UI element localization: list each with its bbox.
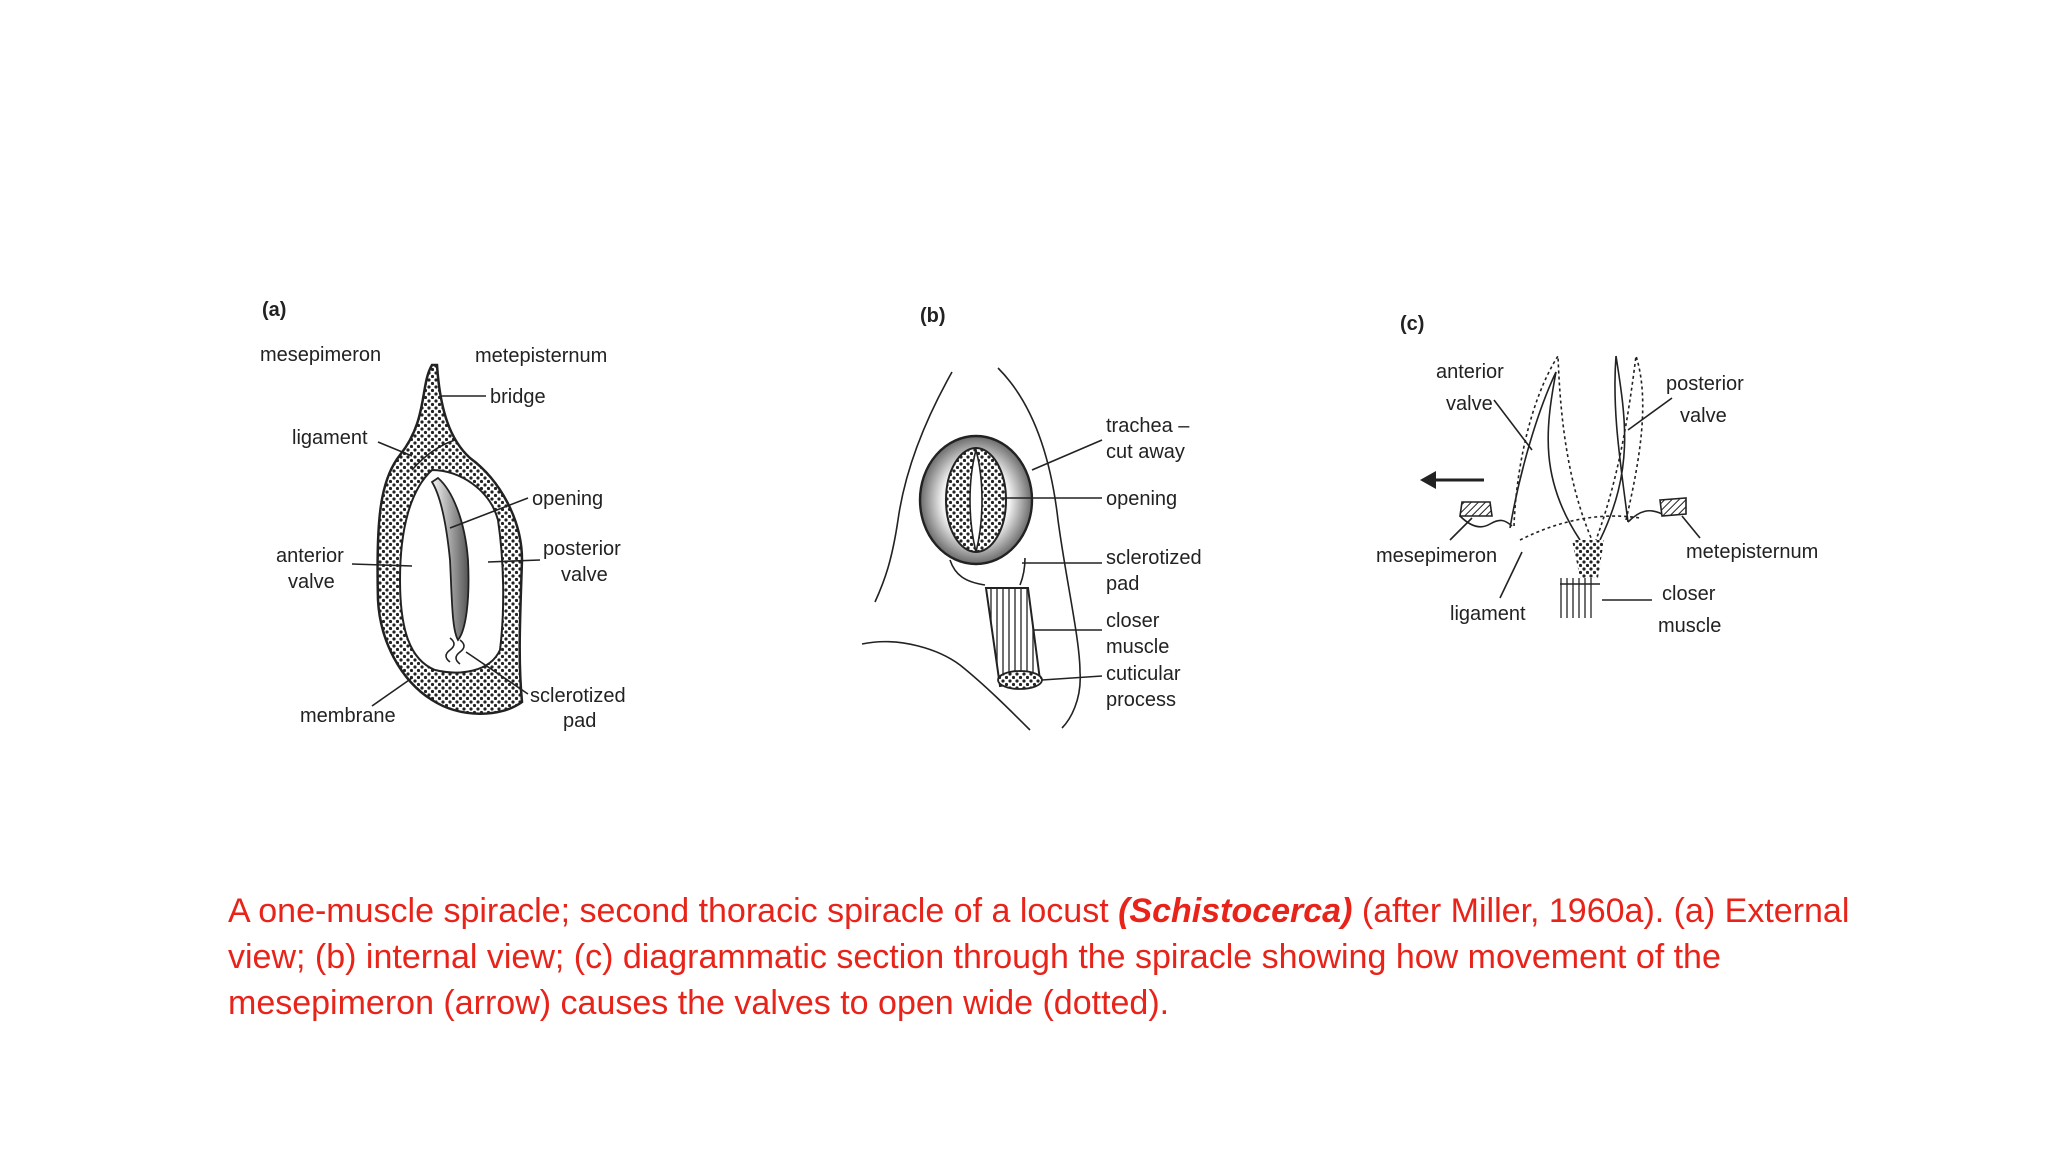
panel-b-drawing bbox=[861, 367, 1081, 731]
label-c-ligament: ligament bbox=[1450, 603, 1526, 625]
label-b-cuticular-2: process bbox=[1106, 689, 1176, 711]
label-a-sclerotized-1: sclerotized bbox=[530, 685, 626, 707]
panel-a-opening-rod bbox=[430, 476, 470, 642]
label-b-trachea-1: trachea – bbox=[1106, 415, 1190, 437]
caption-part-2: (after Miller, 1960a). (a) External view… bbox=[228, 892, 1850, 1022]
label-a-anterior-2: valve bbox=[288, 571, 335, 593]
label-c-posterior-2: valve bbox=[1680, 405, 1727, 427]
label-c-anterior-1: anterior bbox=[1436, 361, 1504, 383]
caption-genus: (Schistocerca) bbox=[1118, 892, 1353, 930]
label-c-closer-2: muscle bbox=[1658, 615, 1721, 637]
label-c-closer-1: closer bbox=[1662, 583, 1716, 605]
label-a-opening: opening bbox=[532, 488, 603, 510]
label-b-trachea-2: cut away bbox=[1106, 441, 1185, 463]
panel-c-tag: (c) bbox=[1400, 313, 1424, 335]
label-b-opening: opening bbox=[1106, 488, 1177, 510]
label-c-posterior-1: posterior bbox=[1666, 373, 1744, 395]
label-c-metepisternum: metepisternum bbox=[1686, 541, 1818, 563]
panel-a-labels: (a) mesepimeron metepisternum bridge lig… bbox=[260, 299, 626, 732]
label-b-closer-1: closer bbox=[1106, 610, 1160, 632]
label-c-anterior-2: valve bbox=[1446, 393, 1493, 415]
panel-c-labels: (c) anterior valve posterior valve mesep… bbox=[1376, 313, 1818, 637]
label-a-metepisternum: metepisternum bbox=[475, 345, 607, 367]
panel-a-drawing bbox=[376, 363, 524, 715]
label-a-posterior-2: valve bbox=[561, 564, 608, 586]
panel-a-tag: (a) bbox=[262, 299, 286, 321]
figure-caption: A one-muscle spiracle; second thoracic s… bbox=[228, 888, 1868, 1026]
label-a-ligament: ligament bbox=[292, 427, 368, 449]
panel-b-labels: (b) trachea – cut away opening sclerotiz… bbox=[920, 305, 1202, 711]
label-b-closer-2: muscle bbox=[1106, 636, 1169, 658]
label-a-bridge: bridge bbox=[490, 386, 546, 408]
label-a-posterior-1: posterior bbox=[543, 538, 621, 560]
caption-part-1: A one-muscle spiracle; second thoracic s… bbox=[228, 892, 1119, 930]
label-a-anterior-1: anterior bbox=[276, 545, 344, 567]
label-b-cuticular-1: cuticular bbox=[1106, 663, 1181, 685]
panel-b-tag: (b) bbox=[920, 305, 946, 327]
label-b-sclerotized-2: pad bbox=[1106, 573, 1139, 595]
label-c-mesepimeron: mesepimeron bbox=[1376, 545, 1497, 567]
label-a-sclerotized-2: pad bbox=[563, 710, 596, 732]
label-a-membrane: membrane bbox=[300, 705, 396, 727]
label-b-sclerotized-1: sclerotized bbox=[1106, 547, 1202, 569]
panel-c-drawing bbox=[1420, 353, 1687, 618]
label-a-mesepimeron: mesepimeron bbox=[260, 344, 381, 366]
